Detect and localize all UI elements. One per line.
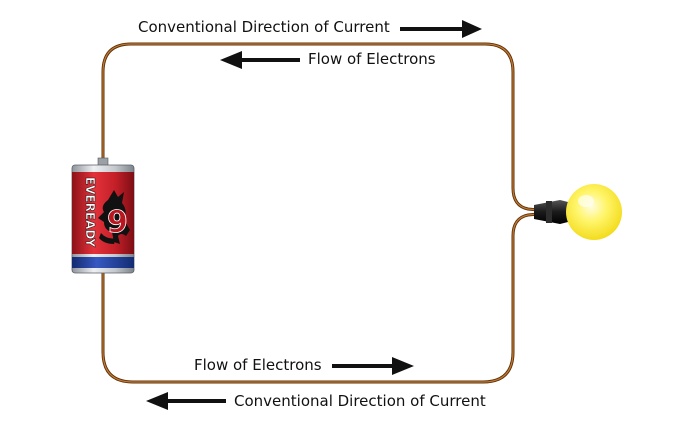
arrow-left-icon: [220, 51, 300, 69]
bulb-glass: [566, 184, 622, 240]
battery-cat-logo: [98, 190, 130, 244]
arrow-right-icon: [400, 20, 482, 38]
circuit-wire: [101, 42, 540, 384]
bottom-current-label: Conventional Direction of Current: [234, 392, 486, 410]
top-current-label: Conventional Direction of Current: [138, 18, 390, 36]
arrow-left-icon: [146, 392, 226, 410]
arrow-right-icon: [332, 357, 414, 375]
light-bulb: [534, 184, 622, 240]
battery-brand: EVEREADY: [83, 177, 97, 247]
battery-nine-mark: 9: [107, 205, 128, 240]
battery: 9 EVEREADY: [71, 157, 135, 274]
bottom-electrons-label: Flow of Electrons: [194, 356, 322, 374]
top-electrons-label: Flow of Electrons: [308, 50, 436, 68]
